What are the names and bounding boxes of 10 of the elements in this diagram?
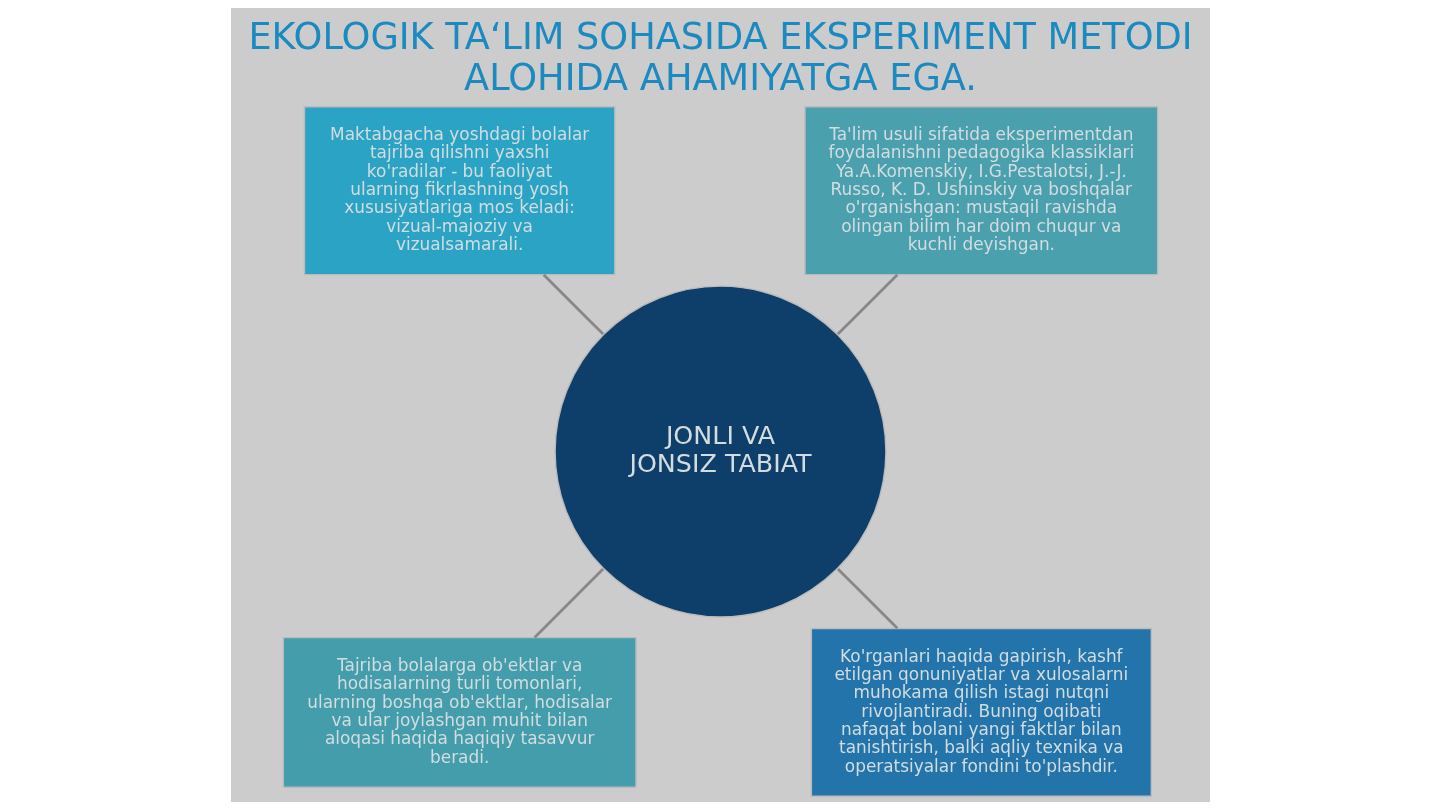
node-circle: JONLI VA JONSIZ TABIAT <box>553 285 887 618</box>
node-box: Maktabgacha yoshdagi bolalar tajriba qilishni yaxshi ko'radilar - bu faoliyat ularning fikrlashning yosh xususiyatlariga mos keladi: vizual-majoziy va vizualsamarali. <box>303 106 616 276</box>
node-box: Ko'rganlari haqida gapirish, kashf etilgan qonuniyatlar va xulosalarni muhokama qilish istagi nutqni rivojlantiradi. Buning oqibati nafaqat bolani yangi faktlar bilan tanishtirish, balki aqliy texnika va operatsiyalar fondini to'plashdir. <box>810 627 1152 798</box>
connector <box>836 273 898 336</box>
connector <box>836 568 898 630</box>
connector <box>533 568 604 639</box>
node-box: Tajriba bolalarga ob'ektlar va hodisalarning turli tomonlari, ularning boshqa ob'ektlar, hodisalar va ular joylashgan muhit bilan aloqasi haqida haqiqiy tasavvur beradi. <box>282 636 637 788</box>
diagram-title: EKOLOGIK TA‘LIM SOHASIDA EKSPERIMENT METODI ALOHIDA AHAMIYATGA EGA. <box>247 14 1193 99</box>
connector <box>542 273 604 336</box>
node-box: Ta'lim usuli sifatida eksperimentdan foydalanishni pedagogika klassiklari Ya.A.Komenskiy, I.G.Pestalotsi, J.-J. Russo, K. D. Ushinskiy va boshqalar o'rganishgan: mustaqil ravishda olingan bilim har doim chuqur va kuchli deyishgan. <box>803 106 1158 276</box>
